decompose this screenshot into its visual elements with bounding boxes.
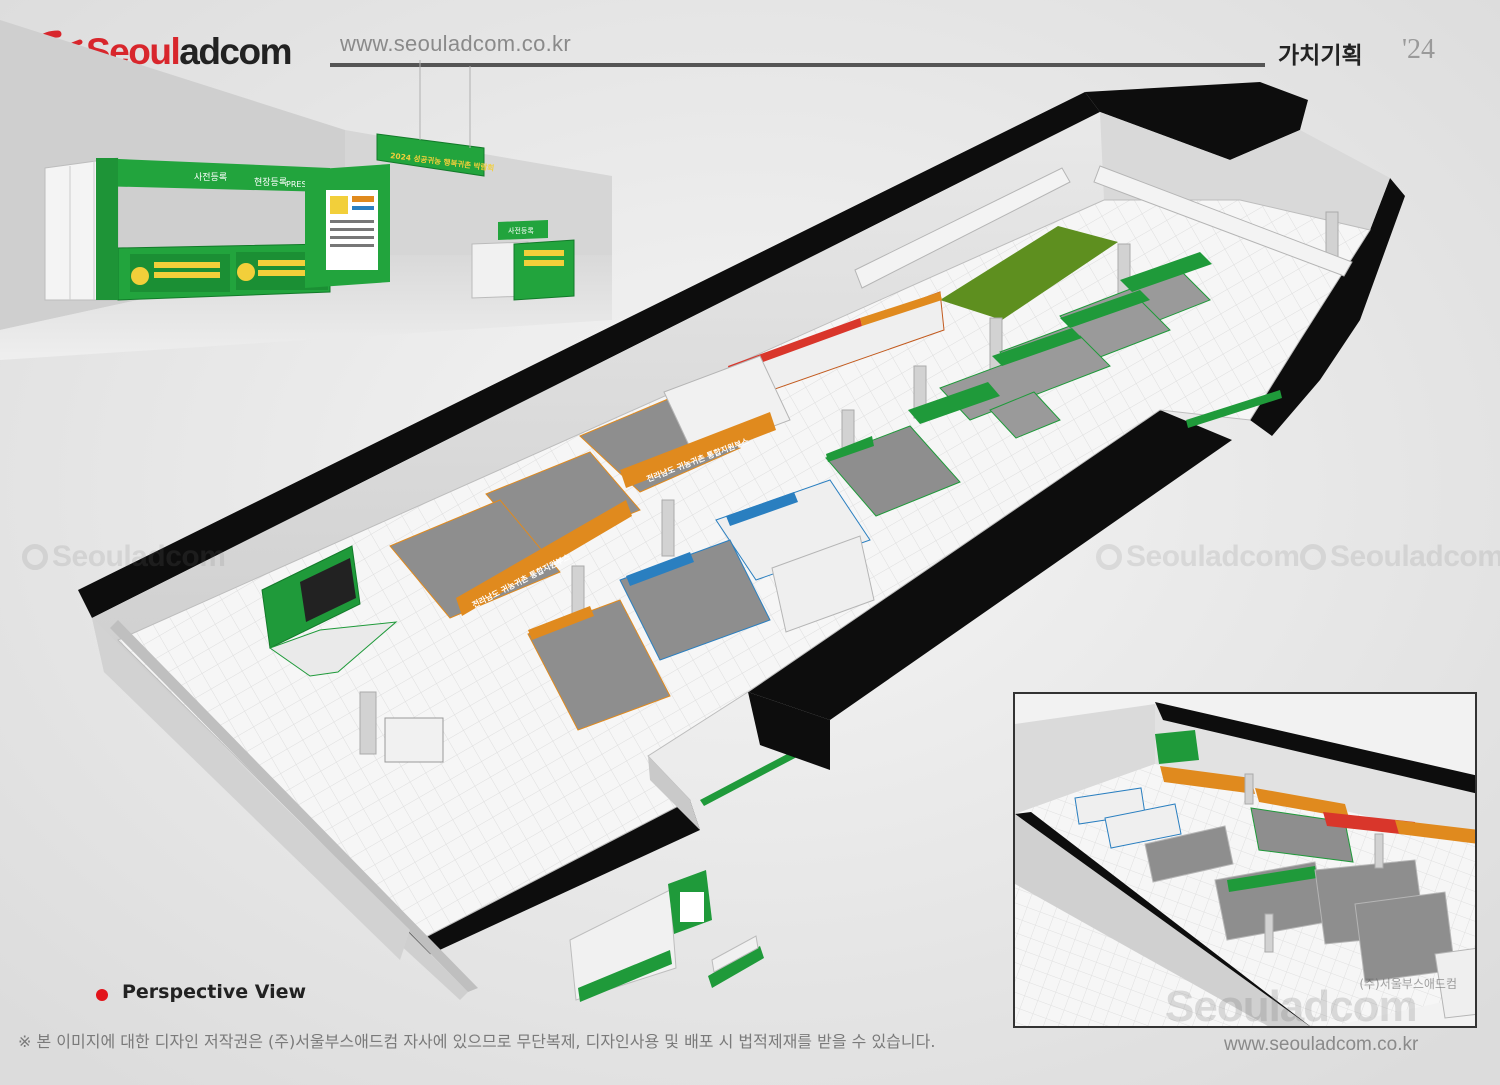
desk-left-label: 사전등록 [194, 172, 227, 183]
main-hall-render: 전라남도 귀농귀촌 통합지원부스 전라남도 귀농귀촌 통합지원부스 [78, 82, 1405, 1002]
header-divider [330, 63, 1265, 67]
inset-watermark: Seouladcom [1165, 982, 1418, 1028]
watermark-swoosh-icon [1300, 544, 1326, 570]
watermark-text-2: Seouladcom [1126, 540, 1300, 573]
footer-url[interactable]: www.seouladcom.co.kr [1224, 1034, 1419, 1055]
watermark-1: Seouladcom [22, 540, 226, 574]
watermark-3: Seouladcom [1300, 540, 1500, 574]
inset-render[interactable]: (주)서울부스애드컴 Seouladcom [1013, 692, 1477, 1028]
header-year: '24 [1402, 34, 1436, 65]
desk-mid-label: 현장등록 [254, 177, 287, 188]
page-title: 가치기획 [1278, 43, 1363, 69]
watermark-swoosh-icon [22, 544, 48, 570]
inset-caption: (주)서울부스애드컴 [1359, 977, 1457, 991]
press-label: PRESS [286, 180, 312, 189]
desk-right-label: 사전등록 [508, 226, 534, 235]
logo-text-dark: adcom [179, 31, 292, 72]
red-dot-icon [96, 989, 108, 1001]
watermark-text-1: Seouladcom [52, 540, 226, 573]
entrance-render: 사전등록 현장등록 PRESS 2024 성공귀농 행복귀촌 박람회 [0, 20, 612, 360]
logo-wordmark: Seouladcom [86, 30, 293, 74]
watermark-swoosh-icon [1096, 544, 1122, 570]
legend-label: Perspective View [122, 981, 307, 1003]
inset-render-image [1015, 694, 1475, 1026]
copyright-notice: ※ 본 이미지에 대한 디자인 저작권은 (주)서울부스애드컴 자사에 있으므로… [18, 1032, 936, 1051]
watermark-2: Seouladcom [1096, 540, 1300, 574]
header-url[interactable]: www.seouladcom.co.kr [340, 31, 571, 56]
watermark-text-3: Seouladcom [1330, 540, 1500, 573]
